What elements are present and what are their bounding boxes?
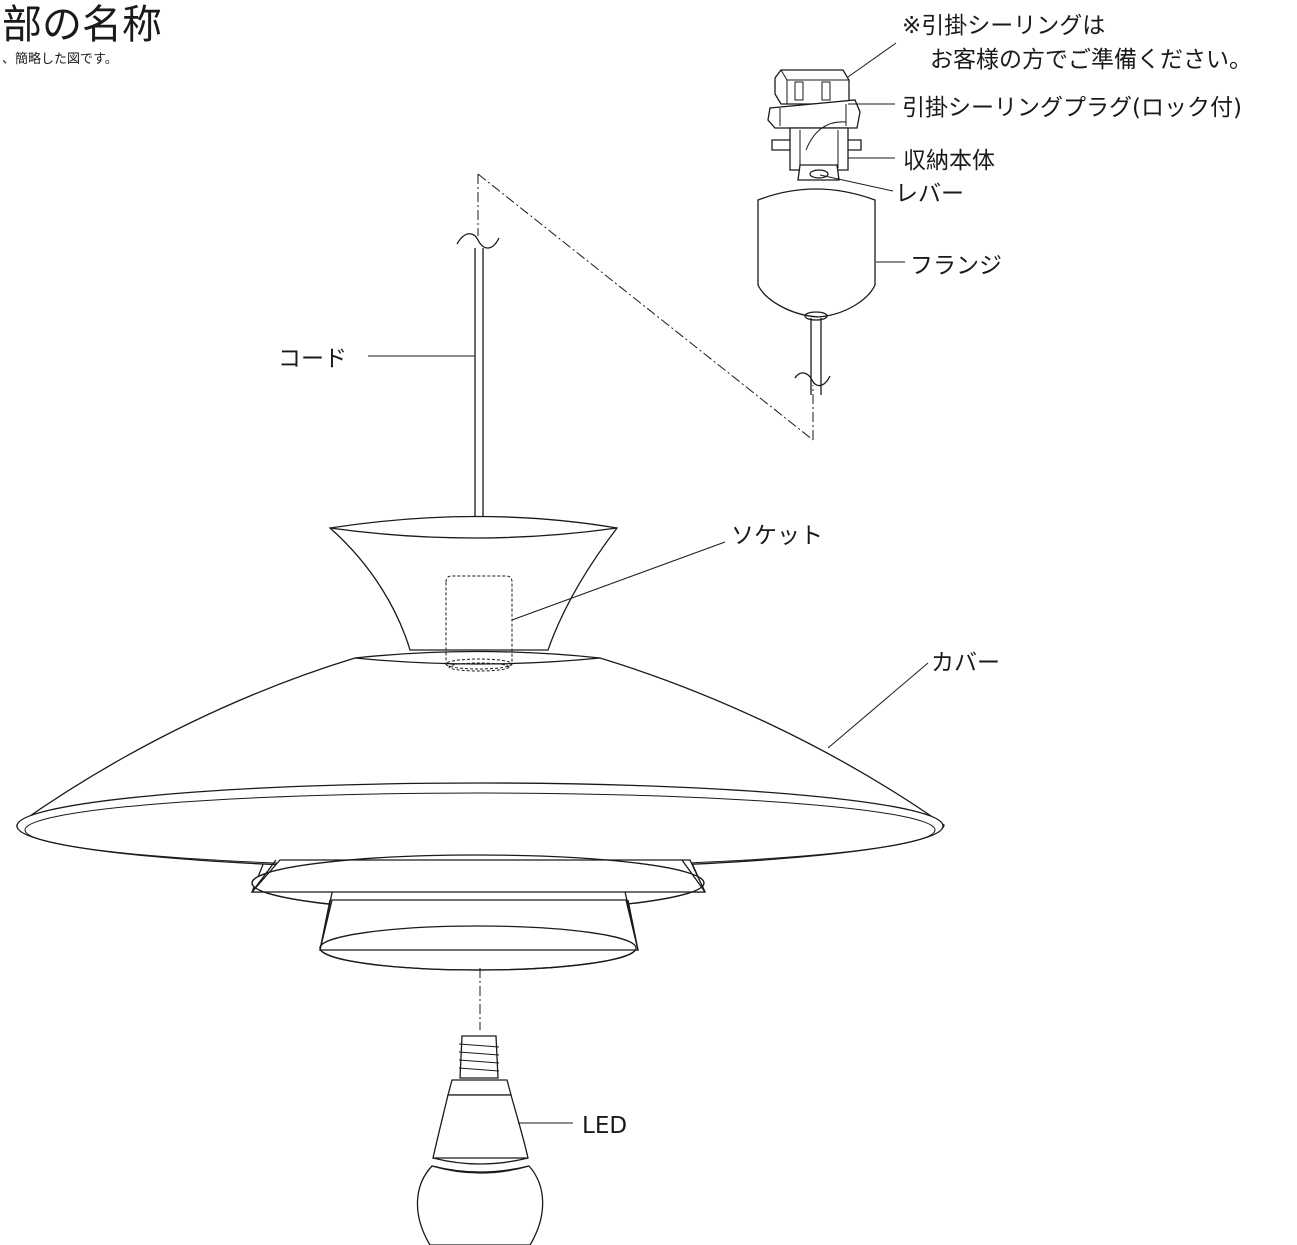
page-subtitle: 、簡略した図です。 <box>2 51 118 67</box>
storage-body-label: 収納本体 <box>903 148 995 174</box>
ceiling-note-leader <box>847 42 897 78</box>
flange-label: フランジ <box>910 253 1002 279</box>
main-cover-top-edge <box>354 657 601 665</box>
socket-label: ソケット <box>731 523 823 549</box>
led-label: LED <box>582 1113 627 1139</box>
page-title: 部の名称 <box>2 2 162 48</box>
cover-label: カバー <box>931 650 1000 676</box>
ceiling-fitting <box>767 69 862 181</box>
ceiling-rosette <box>774 69 850 105</box>
socket <box>445 575 513 672</box>
upper-hood-rim <box>329 527 618 539</box>
lever-label: レバー <box>895 181 964 207</box>
plug-label: 引掛シーリングプラグ(ロック付) <box>902 95 1242 121</box>
ceiling-note-line2: お客様の方でご準備ください。 <box>930 47 1252 73</box>
socket-leader <box>511 541 726 621</box>
middle-tier-lower-fill <box>250 859 707 893</box>
storage-body <box>789 127 849 171</box>
lower-tier-rim-front <box>319 925 637 971</box>
cord <box>456 233 500 520</box>
led-bulb <box>416 1035 544 1245</box>
ceiling-plug <box>767 99 861 129</box>
upper-hood <box>328 515 619 651</box>
cover-leader <box>827 662 929 749</box>
lower-tier-lower-fill <box>319 899 639 951</box>
zoom-connector-line <box>477 173 814 441</box>
lever-leader <box>819 174 894 192</box>
lever <box>797 164 840 181</box>
ceiling-note-line1: ※引掛シーリングは <box>902 13 1105 39</box>
cord-break-mark <box>456 233 500 249</box>
lower-tier-lower-sides <box>319 899 639 951</box>
flange <box>757 188 876 321</box>
cord-label: コード <box>278 346 347 372</box>
flange-cord <box>794 318 831 395</box>
